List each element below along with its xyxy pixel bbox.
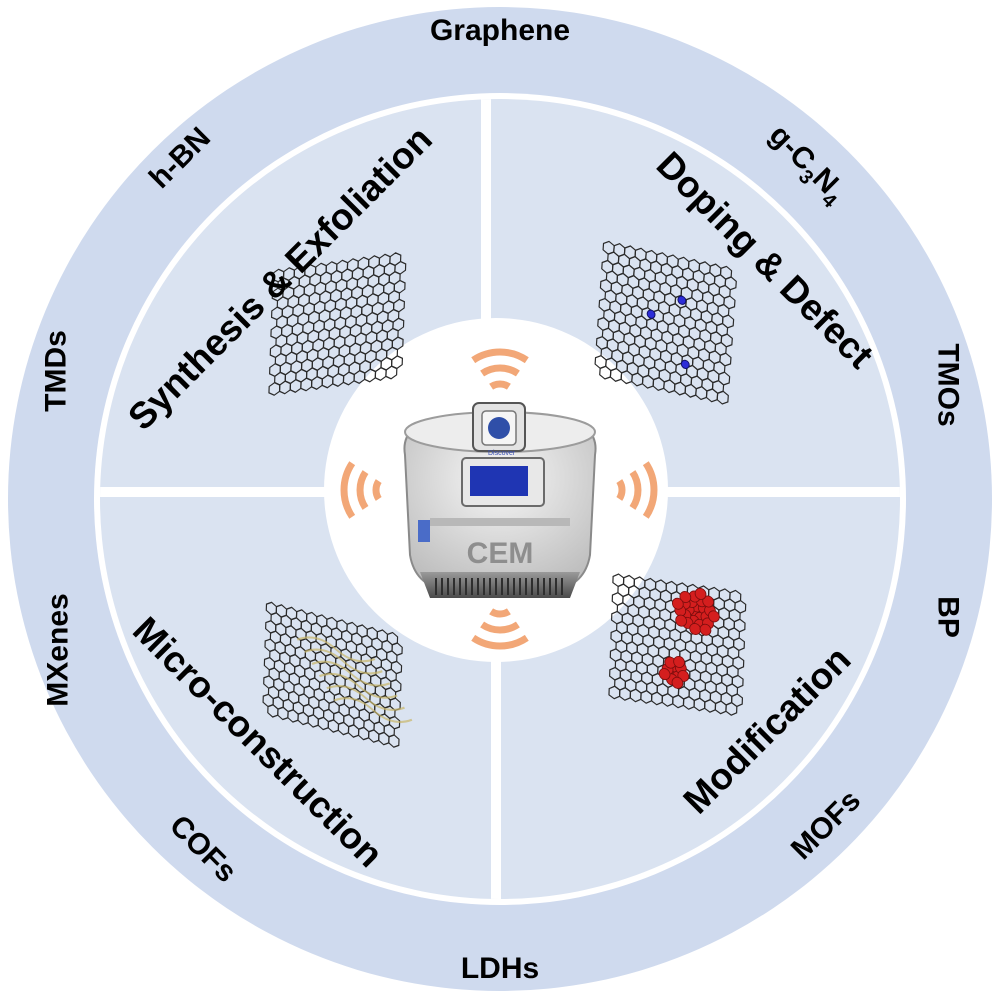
nanoparticle	[702, 595, 715, 608]
wave-arc	[356, 470, 369, 510]
wave-arc	[372, 479, 382, 501]
wave-arc	[629, 470, 642, 510]
wave-arc	[480, 364, 520, 377]
nanoparticle	[675, 614, 687, 627]
wave-arc	[471, 634, 529, 650]
nanoparticle	[671, 676, 684, 689]
material-tmds: TMDs	[40, 330, 73, 412]
graphene-sheet-doped	[594, 240, 737, 405]
microwave-reactor-icon: Discover CEM	[403, 402, 597, 598]
nanoparticle	[658, 668, 671, 681]
wave-arc	[489, 608, 511, 618]
graphene-sheets	[262, 240, 747, 748]
graphene-sheet-microstructure	[262, 601, 413, 748]
wave-arc	[489, 380, 511, 390]
dopant-atom	[677, 295, 687, 305]
nanoparticle	[679, 591, 692, 604]
nanoparticle	[694, 587, 707, 600]
wave-arc	[480, 621, 520, 634]
material-mxenes: MXenes	[42, 593, 75, 706]
wave-arc	[340, 461, 356, 519]
material-bp: BP	[932, 596, 965, 638]
material-ldhs: LDHs	[461, 952, 539, 985]
nanoparticle	[708, 610, 720, 623]
nanoparticle	[673, 656, 685, 668]
wave-arc	[616, 479, 626, 501]
dopant-atom	[646, 309, 656, 319]
microwave-waves	[340, 348, 658, 650]
graphene-sheet-modified	[608, 573, 747, 716]
device-model-label: Discover	[488, 450, 516, 457]
nanoparticle	[671, 597, 684, 610]
material-tmos: TMOs	[932, 343, 965, 426]
nanoparticle	[699, 623, 712, 636]
device-brand-label: CEM	[467, 537, 534, 570]
material-graphene: Graphene	[430, 14, 570, 47]
wave-arc	[642, 461, 658, 519]
dopant-atom	[680, 359, 690, 370]
wave-arc	[471, 348, 529, 364]
graphene-sheet-synthesis	[268, 252, 407, 396]
